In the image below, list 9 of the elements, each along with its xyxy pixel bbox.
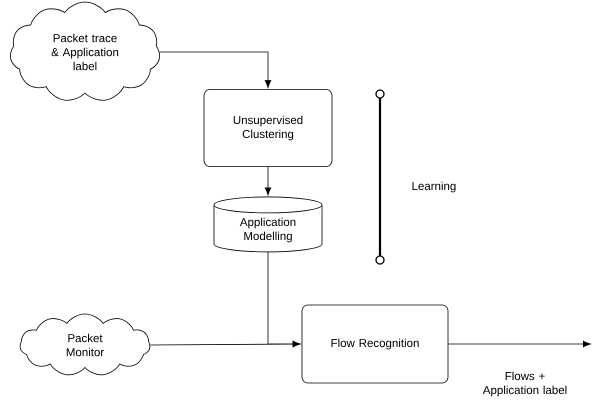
process-box: Unsupervised Clustering [204,89,332,167]
arrow [264,166,272,196]
database-cylinder: Application Modelling [214,196,322,252]
arrow [150,340,300,348]
edge-label: Flows + Application label [474,370,576,398]
arrow [448,340,591,348]
arrow [159,52,272,88]
process-box: Flow Recognition [302,304,448,384]
range-label: Learning [412,182,456,192]
